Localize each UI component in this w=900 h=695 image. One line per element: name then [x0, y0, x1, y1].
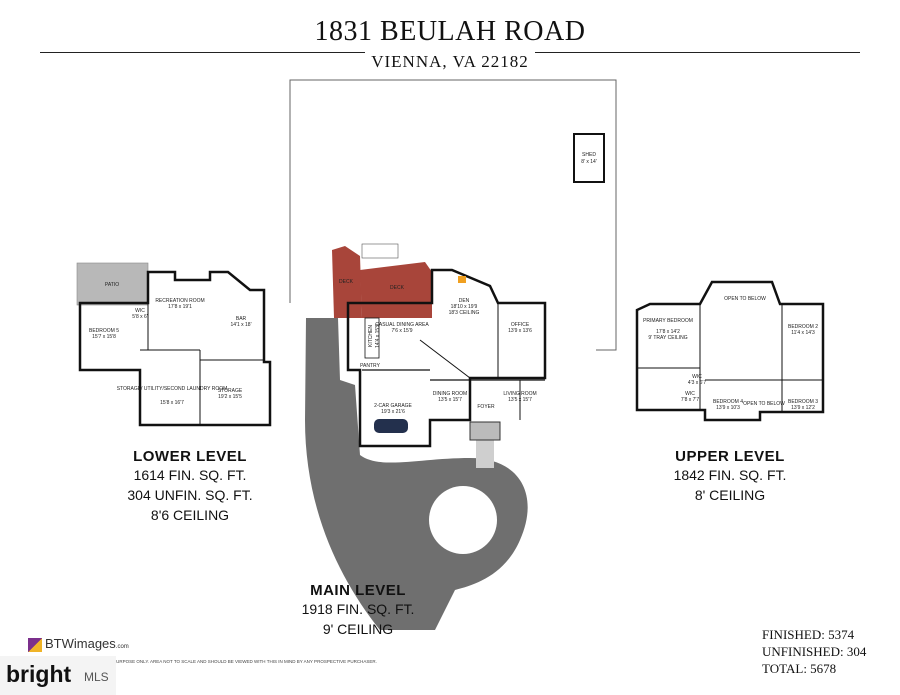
address-subtitle: VIENNA, VA 22182	[0, 52, 900, 72]
front-walkway	[476, 438, 494, 468]
deck-1	[332, 246, 362, 318]
bar-label: BAR	[236, 316, 247, 322]
lower-level-summary: LOWER LEVEL 1614 FIN. SQ. FT. 304 UNFIN.…	[90, 448, 290, 525]
casual-label: CASUAL DINING AREA	[375, 322, 429, 328]
disclaimer: FOR ILLUSTRATIVE PURPOSE ONLY. AREA NOT …	[70, 659, 377, 664]
btw-logo-text: BTWimages	[45, 636, 116, 651]
foyer-label: FOYER	[477, 404, 495, 410]
lower-wic-label: WIC	[135, 308, 145, 314]
main-level-walls	[346, 268, 547, 448]
shed-outline	[573, 133, 605, 183]
bedroom4-label: BEDROOM 4	[713, 399, 743, 405]
upper-wic1-label: WIC	[685, 391, 695, 397]
area-totals: FINISHED: 5374 UNFINISHED: 304 TOTAL: 56…	[762, 626, 866, 677]
main-level-finished: 1918 FIN. SQ. FT.	[301, 601, 415, 617]
living-dim: 13'5 x 15'7	[508, 397, 532, 403]
upper-wic2-label: WIC	[692, 374, 702, 380]
shed-dim: 8' x 14'	[581, 159, 597, 165]
lower-level-name: LOWER LEVEL	[133, 448, 247, 465]
patio-label: PATIO	[105, 282, 119, 288]
storage-dim: 19'2 x 15'5	[218, 394, 242, 400]
office-dim: 13'9 x 13'6	[508, 328, 532, 334]
property-boundary	[289, 79, 617, 351]
main-level-ceiling: 9' CEILING	[322, 621, 394, 637]
open1-label: OPEN TO BELOW	[724, 296, 766, 302]
btw-logo: BTWimages.com	[28, 636, 129, 652]
casual-dim: 7'6 x 15'9	[391, 328, 412, 334]
deck-stairs	[361, 243, 399, 259]
lower-level-walls	[78, 270, 272, 427]
upper-level-finished: 1842 FIN. SQ. FT.	[673, 467, 787, 483]
bedroom5-label: BEDROOM 5	[89, 328, 119, 334]
shed-label: SHED	[582, 152, 596, 158]
patio	[76, 262, 149, 306]
den-dim: 18'10 x 19'9	[451, 304, 478, 310]
storage-utility-label: STORAGE/ UTILITY/SECOND LAUNDRY ROOM	[117, 386, 228, 392]
dining-dim: 13'5 x 15'7	[438, 397, 462, 403]
open2-label: OPEN TO BELOW	[743, 401, 785, 407]
plan-wall-segment	[419, 339, 471, 379]
upper-level-name: UPPER LEVEL	[675, 448, 785, 465]
den-ceiling: 18'3 CEILING	[449, 310, 480, 316]
upper-wic2-dim: 4'3 x 6'7	[688, 380, 707, 386]
plan-wall-segment	[364, 317, 380, 359]
bar-dim: 14'1 x 18'	[230, 322, 251, 328]
primary-label: PRIMARY BEDROOM	[643, 318, 693, 324]
totals-finished: FINISHED: 5374	[762, 627, 855, 642]
totals-unfinished: UNFINISHED: 304	[762, 644, 867, 659]
bedroom2-dim: 11'4 x 14'3	[791, 330, 815, 336]
primary-ceiling: 9' TRAY CEILING	[648, 335, 687, 341]
upper-level-walls	[635, 280, 825, 422]
dining-label: DINING ROOM	[433, 391, 467, 397]
kitchen-dim: 14'4 x 15'9	[375, 324, 381, 348]
mls-logo-text: MLS	[84, 670, 109, 684]
bright-mls-badge: bright MLS	[0, 656, 116, 695]
office-label: OFFICE	[511, 322, 530, 328]
bedroom5-dim: 15'7 x 15'8	[92, 334, 116, 340]
bright-logo-text: bright	[6, 661, 72, 687]
address-subtitle-text: VIENNA, VA 22182	[365, 52, 535, 71]
front-porch	[469, 421, 501, 441]
bedroom4-dim: 13'9 x 10'3	[716, 405, 740, 411]
lower-level-finished: 1614 FIN. SQ. FT.	[133, 467, 247, 483]
upper-level-summary: UPPER LEVEL 1842 FIN. SQ. FT. 8' CEILING	[630, 448, 830, 505]
garage-car	[374, 419, 408, 433]
upper-level-ceiling: 8' CEILING	[694, 487, 766, 503]
bedroom3-label: BEDROOM 3	[788, 399, 818, 405]
living-label: LIVING ROOM	[503, 391, 536, 397]
deck-1-label: DECK	[339, 279, 354, 285]
storage-utility-dim: 15'8 x 16'7	[160, 400, 184, 406]
garage-dim: 19'3 x 21'6	[381, 409, 405, 415]
storage-label: STORAGE	[218, 388, 243, 394]
lower-level-unfinished: 304 UNFIN. SQ. FT.	[127, 487, 253, 503]
recreation-dim: 17'8 x 19'1	[168, 304, 192, 310]
plan-wall-segment	[458, 276, 466, 283]
main-level-name: MAIN LEVEL	[310, 582, 406, 599]
den-label: DEN	[459, 298, 470, 304]
upper-wic1-dim: 7'8 x 7'7	[681, 397, 700, 403]
main-level-summary: MAIN LEVEL 1918 FIN. SQ. FT. 9' CEILING	[258, 582, 458, 639]
btw-logo-icon	[28, 637, 42, 652]
garage-label: 2-CAR GARAGE	[374, 403, 412, 409]
page-title: 1831 BEULAH ROAD	[314, 16, 586, 47]
lower-wic-dim: 5'8 x 6'	[132, 314, 148, 320]
primary-dim: 17'8 x 14'2	[656, 329, 680, 335]
driveway-island	[429, 486, 497, 554]
btw-logo-suffix: .com	[115, 644, 129, 650]
bedroom2-label: BEDROOM 2	[788, 324, 818, 330]
recreation-label: RECREATION ROOM	[155, 298, 204, 304]
lower-level-ceiling: 8'6 CEILING	[150, 507, 230, 523]
bedroom3-dim: 13'9 x 12'2	[791, 405, 815, 411]
totals-total: TOTAL: 5678	[762, 661, 837, 676]
deck-2-label: DECK	[390, 285, 405, 291]
pantry-label: PANTRY	[360, 363, 380, 369]
kitchen-label: KITCHEN	[368, 325, 374, 347]
